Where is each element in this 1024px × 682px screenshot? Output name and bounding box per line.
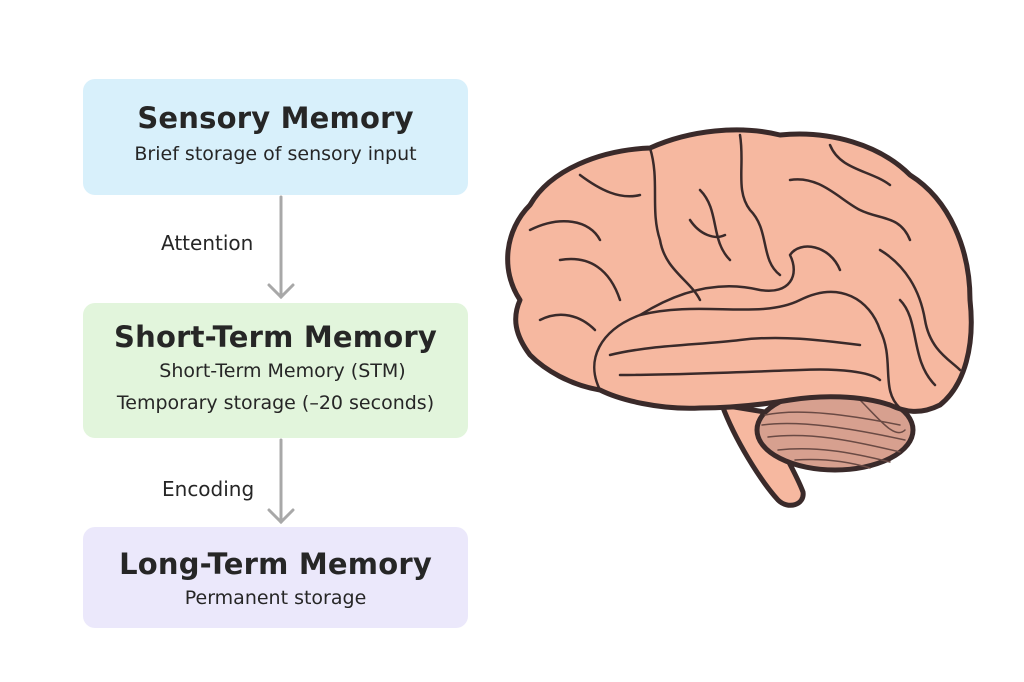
- attention-label: Attention: [161, 231, 254, 255]
- sensory-memory-description: Brief storage of sensory input: [134, 143, 417, 165]
- short-term-memory-box: Short-Term Memory Short-Term Memory (STM…: [83, 303, 468, 438]
- sensory-memory-box: Sensory Memory Brief storage of sensory …: [83, 79, 468, 195]
- arrow-encoding: [267, 438, 295, 525]
- sensory-memory-title: Sensory Memory: [137, 101, 414, 135]
- short-term-memory-subtitle: Short-Term Memory (STM): [159, 360, 406, 382]
- short-term-memory-description: Temporary storage (–20 seconds): [116, 392, 435, 414]
- long-term-memory-description: Permanent storage: [184, 587, 367, 609]
- long-term-memory-title: Long-Term Memory: [119, 547, 432, 581]
- arrow-attention: [267, 195, 295, 300]
- long-term-memory-box: Long-Term Memory Permanent storage: [83, 527, 468, 628]
- encoding-label: Encoding: [162, 477, 255, 501]
- short-term-memory-title: Short-Term Memory: [114, 320, 437, 354]
- brain-icon: [505, 127, 974, 508]
